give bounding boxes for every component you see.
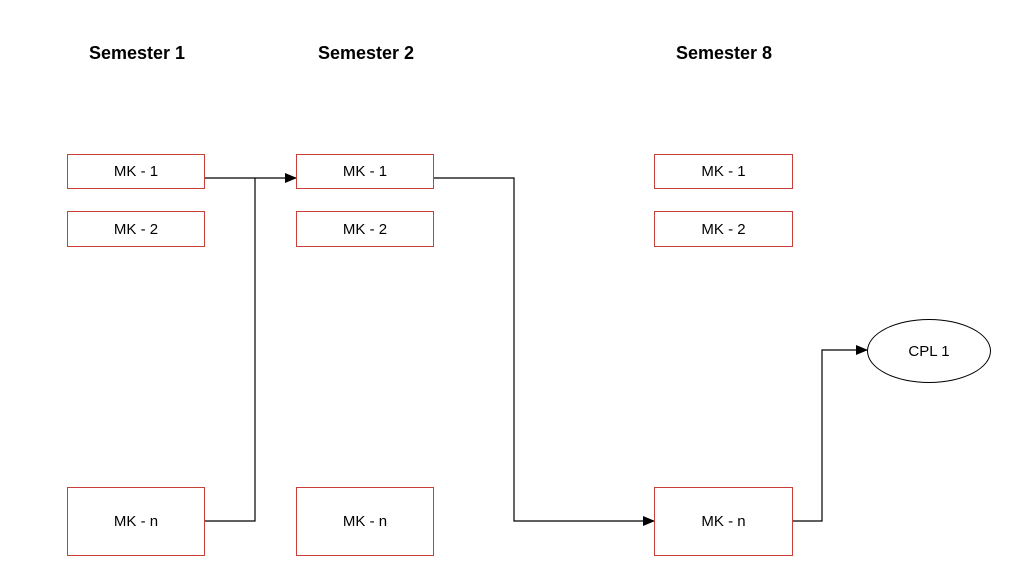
cpl-outcome-label: CPL 1 bbox=[908, 342, 950, 360]
s1-course-box-n[interactable]: MK - n bbox=[67, 487, 205, 556]
s8-course-box-n[interactable]: MK - n bbox=[654, 487, 793, 556]
s1-course-label-n: MK - n bbox=[113, 513, 159, 530]
semester-8-title: Semester 8 bbox=[675, 43, 773, 63]
s1-course-box-2[interactable]: MK - 2 bbox=[67, 211, 205, 247]
s2-course-label-1: MK - 1 bbox=[342, 163, 388, 180]
s2-course-box-2[interactable]: MK - 2 bbox=[296, 211, 434, 247]
s8-course-box-1[interactable]: MK - 1 bbox=[654, 154, 793, 189]
connector-s8-mkn-to-cpl1 bbox=[792, 345, 868, 522]
cpl-outcome-ellipse[interactable]: CPL 1 bbox=[867, 319, 991, 383]
s2-course-label-n: MK - n bbox=[342, 513, 388, 530]
semester-2-title: Semester 2 bbox=[317, 43, 415, 63]
s2-course-label-2: MK - 2 bbox=[342, 220, 388, 238]
s2-course-box-n[interactable]: MK - n bbox=[296, 487, 434, 556]
s1-course-box-1[interactable]: MK - 1 bbox=[67, 154, 205, 189]
s8-course-box-2[interactable]: MK - 2 bbox=[654, 211, 793, 247]
connector-s2-mk1-to-s8-mkn bbox=[433, 177, 655, 526]
s8-course-label-2: MK - 2 bbox=[701, 220, 746, 238]
s2-course-box-1[interactable]: MK - 1 bbox=[296, 154, 434, 189]
semester-1-title: Semester 1 bbox=[88, 43, 186, 63]
s1-course-label-2: MK - 2 bbox=[113, 220, 159, 238]
connector-s1-mkn-to-s2-mk1 bbox=[205, 178, 256, 522]
s8-course-label-n: MK - n bbox=[701, 513, 746, 530]
s1-course-label-1: MK - 1 bbox=[113, 163, 159, 180]
s8-course-label-1: MK - 1 bbox=[701, 163, 746, 180]
